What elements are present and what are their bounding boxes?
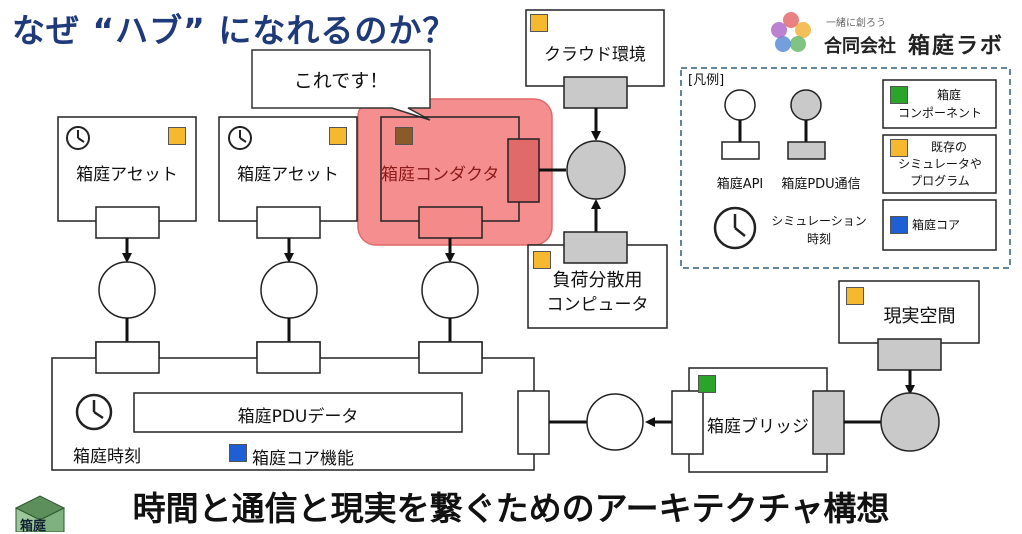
logo-tagline: 一緒に創ろう bbox=[826, 18, 886, 29]
corner-logo-text: 箱庭 bbox=[20, 519, 47, 534]
legend-component-line2: コンポーネント bbox=[897, 106, 982, 120]
clock-icon bbox=[228, 126, 252, 150]
green-square-icon bbox=[698, 375, 716, 393]
bridge-label: 箱庭ブリッジ bbox=[707, 417, 809, 437]
green-square-icon bbox=[890, 86, 908, 104]
clock-icon bbox=[713, 206, 757, 250]
real-space-pdu-circle bbox=[880, 392, 940, 452]
cloud-label: クラウド環境 bbox=[544, 45, 646, 65]
clock-icon bbox=[75, 393, 113, 431]
core-left-port-cover2 bbox=[256, 341, 321, 374]
cloud-port bbox=[563, 76, 628, 109]
hakoniwa-time-label: 箱庭時刻 bbox=[73, 447, 141, 467]
legend-api-port bbox=[721, 141, 760, 160]
legend-pdu-circle bbox=[790, 89, 822, 121]
legend-component-line1: 箱庭 bbox=[936, 88, 961, 102]
legend-sim-time-line1: シミュレーション bbox=[771, 214, 867, 228]
asset2-pdu-circle bbox=[260, 261, 318, 319]
legend-pdu-port bbox=[787, 141, 826, 160]
corner-logo-icon bbox=[14, 495, 66, 532]
bridge-pdu-circle bbox=[586, 393, 644, 451]
legend-existing-line2: シミュレータや bbox=[898, 157, 982, 171]
legend-existing-line1: 既存の bbox=[930, 140, 967, 154]
conductor-pdu-circle bbox=[421, 261, 479, 319]
yellow-square-icon bbox=[168, 127, 186, 145]
yellow-square-icon bbox=[530, 14, 548, 32]
callout-bubble bbox=[251, 49, 431, 121]
flower-logo-icon bbox=[771, 12, 811, 52]
asset2-label: 箱庭アセット bbox=[237, 165, 339, 185]
load-balancer-port bbox=[563, 231, 628, 264]
logo-company: 合同会社 bbox=[824, 36, 896, 57]
asset2-api-port bbox=[256, 206, 321, 239]
conductor-side-port bbox=[507, 138, 540, 203]
bridge-left-port bbox=[671, 390, 704, 455]
yellow-square-icon bbox=[890, 139, 908, 157]
callout-text: これです！ bbox=[293, 70, 389, 92]
pdu-data-box bbox=[133, 392, 463, 433]
asset1-pdu-circle bbox=[98, 261, 156, 319]
conductor-api-port bbox=[418, 206, 483, 239]
load-balancer-label-line2: コンピュータ bbox=[546, 295, 649, 315]
asset1-api-port bbox=[95, 206, 160, 239]
legend-api-circle bbox=[724, 89, 756, 121]
logo-brand: 箱庭ラボ bbox=[908, 34, 1005, 59]
pdu-data-label: 箱庭PDUデータ bbox=[237, 407, 359, 427]
yellow-square-icon bbox=[533, 251, 551, 269]
legend-core-label: 箱庭コア bbox=[912, 218, 961, 232]
legend-title: [凡例] bbox=[688, 73, 725, 88]
yellow-square-icon bbox=[846, 287, 864, 305]
blue-square-icon bbox=[229, 444, 247, 462]
real-space-label: 現実空間 bbox=[883, 306, 956, 327]
asset1-label: 箱庭アセット bbox=[76, 165, 178, 185]
load-balancer-label-line1: 負荷分散用 bbox=[552, 270, 643, 291]
core-left-port-cover1 bbox=[95, 341, 160, 374]
slide-title: なぜ “ハブ” になれるのか？ bbox=[12, 11, 457, 50]
real-space-port bbox=[877, 338, 942, 371]
legend-pdu-label: 箱庭PDU通信 bbox=[781, 177, 861, 192]
legend-existing-line3: プログラム bbox=[910, 174, 970, 188]
core-left-port-cover3 bbox=[418, 341, 483, 374]
bridge-right-port bbox=[812, 390, 845, 455]
conductor-label: 箱庭コンダクタ bbox=[381, 165, 500, 185]
core-function-label: 箱庭コア機能 bbox=[252, 449, 354, 469]
company-logo: 一緒に創ろう 合同会社 箱庭ラボ bbox=[768, 6, 1018, 62]
legend-api-label: 箱庭API bbox=[716, 177, 764, 192]
core-right-port bbox=[517, 390, 550, 455]
bottom-title: 時間と通信と現実を繋ぐためのアーキテクチャ構想 bbox=[132, 489, 890, 528]
legend-sim-time-line2: 時刻 bbox=[806, 232, 831, 246]
clock-icon bbox=[66, 126, 90, 150]
blue-square-icon bbox=[890, 216, 908, 234]
hub-circle bbox=[566, 140, 626, 200]
brown-square-icon bbox=[395, 127, 413, 145]
yellow-square-icon bbox=[329, 127, 347, 145]
